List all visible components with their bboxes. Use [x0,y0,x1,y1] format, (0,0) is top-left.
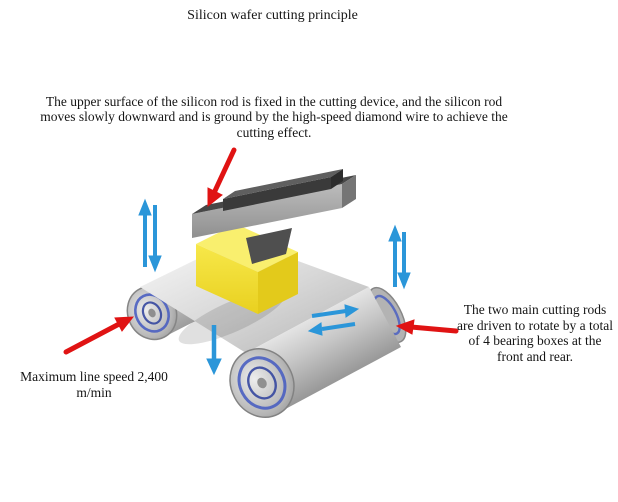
silicon-rod-front-face [196,244,258,314]
description-text: The upper surface of the silicon rod is … [40,94,508,140]
right-cutting-rod [229,286,407,418]
blue-down-arrow [206,325,222,376]
silicon-rod-top-face [196,224,298,272]
bearing-boxes-label: The two main cutting rods are driven to … [457,302,613,364]
clamp-plate-front [192,184,342,238]
clamp-ridge-front [223,177,331,211]
silicon-rod-block [196,224,298,314]
line-speed-label: Maximum line speed 2,400 m/min [20,369,168,400]
blue-updown-arrows-left [138,198,162,273]
silicon-rod-right-face [258,252,298,314]
red-arrow-to-left-rod [63,316,135,355]
red-arrow-to-clamp [207,147,237,208]
clamp-ridge-end [331,169,343,189]
blue-updown-arrows-right [388,224,411,290]
clamp-tongue [246,228,292,264]
clamp-ridge-top [223,169,343,199]
red-arrow-to-right-rod [395,319,459,335]
blue-lateral-arrows [307,304,360,336]
diagram-title: Silicon wafer cutting principle [187,8,358,23]
right-rod-end-spiral [229,348,295,418]
clamp-plate-end [342,175,356,208]
clamp-fixture [192,169,356,264]
